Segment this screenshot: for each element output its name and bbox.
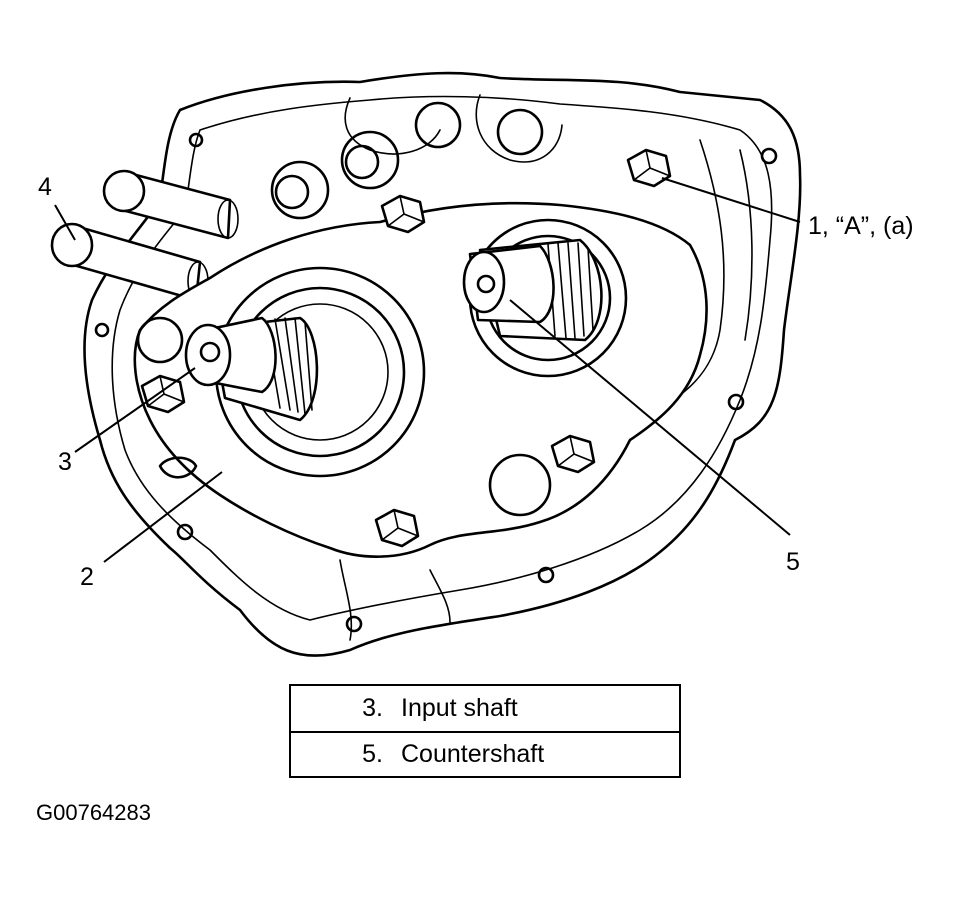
bolt xyxy=(380,194,426,234)
leader-1 xyxy=(661,177,801,223)
dowel-hole xyxy=(344,144,380,180)
countershaft xyxy=(462,238,603,342)
leader-5 xyxy=(509,299,791,536)
case-hole xyxy=(537,566,555,584)
case-hole xyxy=(345,615,363,633)
input-shaft xyxy=(184,316,319,422)
legend-number: 3. xyxy=(362,694,383,722)
case-rib-bottom-2 xyxy=(429,569,451,623)
case-rib-bottom xyxy=(339,559,353,641)
retainer-slot xyxy=(158,456,198,479)
leader-3 xyxy=(74,367,196,453)
leader-2 xyxy=(103,471,223,563)
figure-code: G00764283 xyxy=(36,800,151,825)
case-hole xyxy=(727,393,745,411)
dowel-hole xyxy=(496,108,544,156)
case-rib-right xyxy=(679,139,725,396)
case-rib-top-2 xyxy=(475,94,563,163)
case-rim xyxy=(111,95,773,621)
case-hole xyxy=(176,523,194,541)
legend-row: 5. Countershaft xyxy=(291,731,679,776)
bolt xyxy=(374,508,420,548)
dowel-hole xyxy=(340,130,400,190)
legend-row: 3. Input shaft xyxy=(291,686,679,731)
bolt xyxy=(550,434,596,474)
dowel-hole xyxy=(414,101,462,149)
dowel-pin-upper xyxy=(102,169,239,240)
legend-description: Countershaft xyxy=(401,740,545,768)
bolt xyxy=(140,374,186,414)
callout-3: 3 xyxy=(58,448,72,476)
callout-2: 2 xyxy=(80,563,94,591)
case-hole xyxy=(94,322,110,338)
case-hole xyxy=(188,132,204,148)
retainer-hole xyxy=(136,316,184,364)
callout-1: 1, “A”, (a) xyxy=(808,212,914,240)
legend-table: 3. Input shaft 5. Countershaft xyxy=(289,684,681,778)
leader-4 xyxy=(54,204,76,241)
callout-4: 4 xyxy=(38,173,52,201)
dowel-hole xyxy=(270,160,330,220)
bolt xyxy=(626,148,672,188)
legend-description: Input shaft xyxy=(401,694,518,722)
case-hole xyxy=(760,147,778,165)
retainer-hole xyxy=(488,453,552,517)
dowel-hole xyxy=(274,174,310,210)
case-rib-right-2 xyxy=(739,149,753,341)
callout-5: 5 xyxy=(786,548,800,576)
legend-number: 5. xyxy=(362,740,383,768)
case-outline xyxy=(83,71,802,658)
